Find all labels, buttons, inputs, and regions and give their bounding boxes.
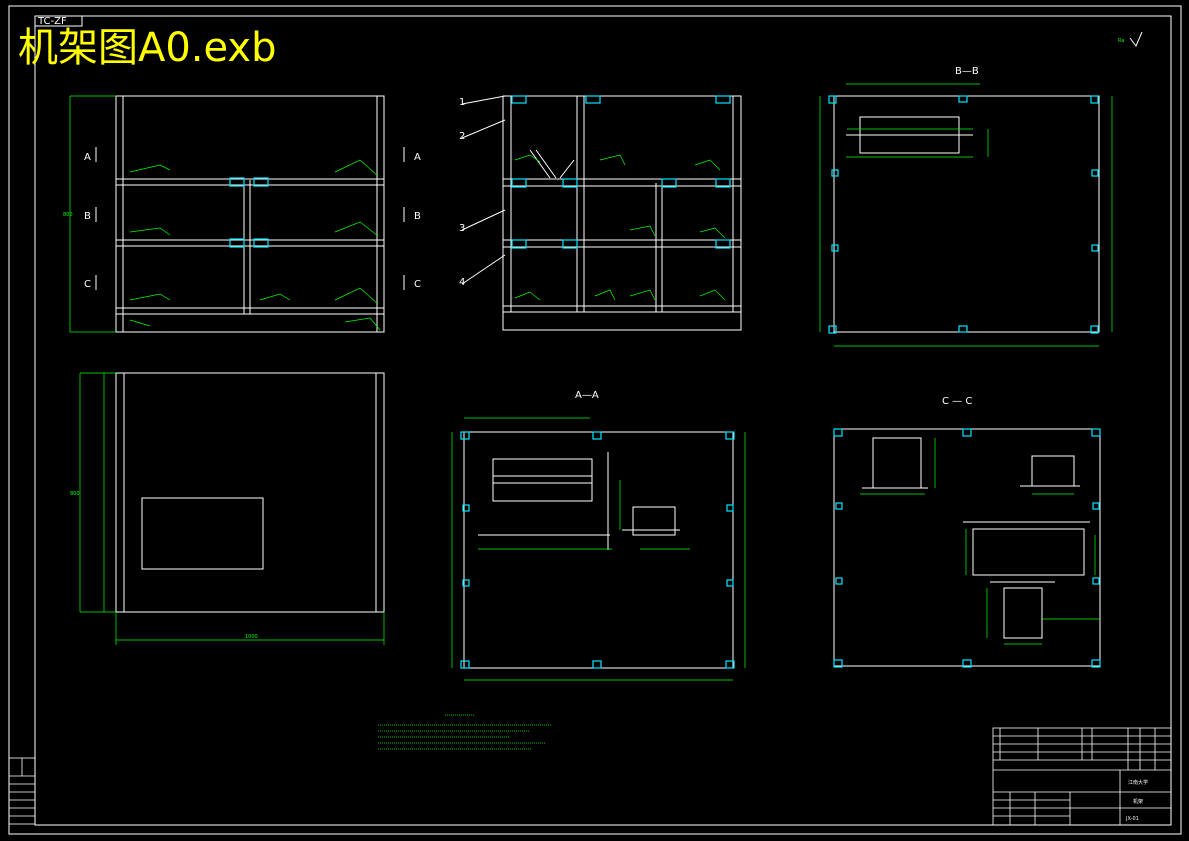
view-label-cc: C — C bbox=[942, 396, 972, 407]
section-bb-view bbox=[819, 83, 1113, 347]
top-view: 1000 800 bbox=[70, 372, 385, 645]
technical-notes bbox=[378, 714, 552, 750]
balloon-2: 2 bbox=[459, 131, 465, 142]
roughness-symbol bbox=[1129, 31, 1143, 47]
section-cc-view bbox=[833, 428, 1101, 668]
section-mark-b-right: B bbox=[414, 211, 421, 222]
balloon-1: 1 bbox=[459, 97, 465, 108]
view-label-aa: A—A bbox=[575, 390, 599, 401]
side-view bbox=[461, 95, 742, 331]
roughness-note: Ra bbox=[1118, 38, 1124, 44]
corner-tab-text: TC-ZF bbox=[37, 16, 67, 27]
section-mark-c-left: C bbox=[84, 279, 91, 290]
corner-tab-box bbox=[34, 15, 83, 27]
left-revision-strip bbox=[8, 757, 36, 825]
title-block bbox=[992, 727, 1172, 826]
sheet-inner-border bbox=[34, 15, 1172, 826]
sheet-outer-border bbox=[8, 5, 1182, 835]
section-mark-a-right: A bbox=[414, 152, 421, 163]
section-aa-view bbox=[451, 417, 746, 681]
view-label-bb: B—B bbox=[955, 66, 979, 77]
svg-text:800: 800 bbox=[70, 491, 80, 497]
front-view: 800 bbox=[63, 95, 405, 333]
svg-text:800: 800 bbox=[63, 212, 73, 218]
title-block-part: 机架 bbox=[1133, 798, 1143, 805]
balloon-3: 3 bbox=[459, 223, 465, 234]
svg-text:1000: 1000 bbox=[245, 634, 258, 640]
section-mark-b-left: B bbox=[84, 211, 91, 222]
balloon-4: 4 bbox=[459, 277, 465, 288]
section-mark-a-left: A bbox=[84, 152, 91, 163]
section-mark-c-right: C bbox=[414, 279, 421, 290]
title-block-school: 江南大学 bbox=[1128, 779, 1148, 786]
title-block-code: JX-01 bbox=[1125, 816, 1139, 822]
drawing-title: 机架图A0.exb bbox=[18, 25, 277, 71]
